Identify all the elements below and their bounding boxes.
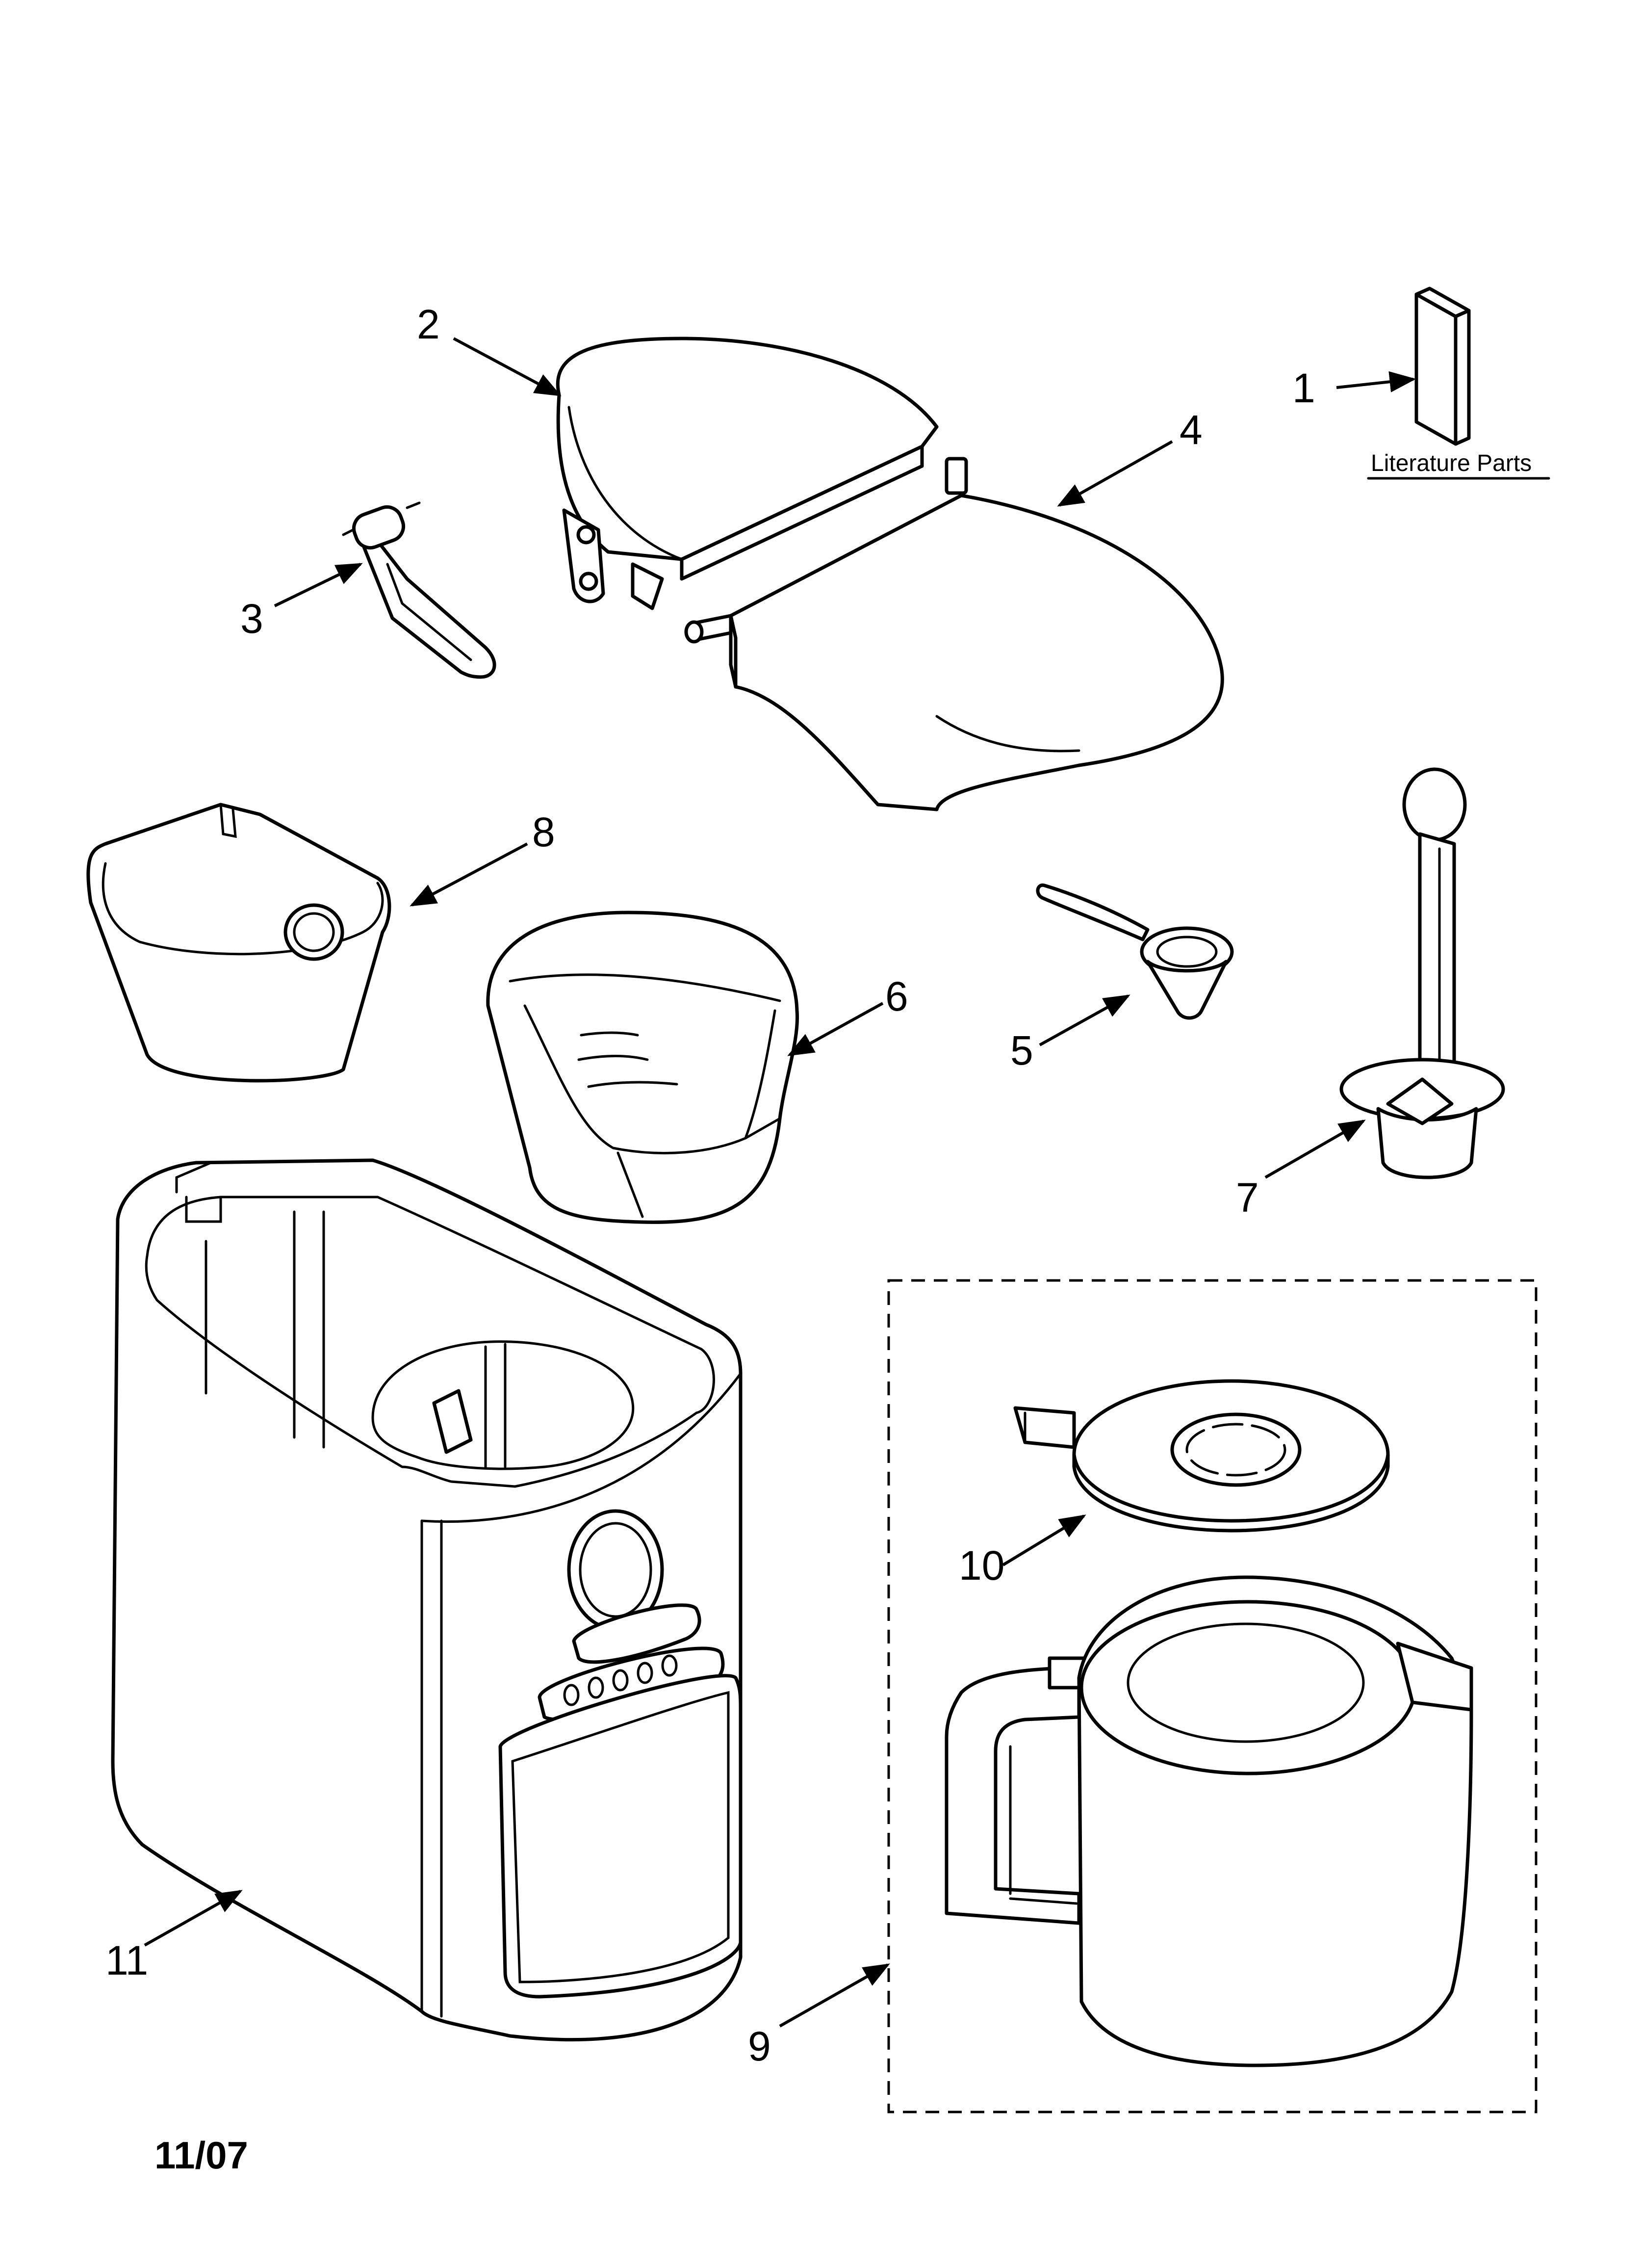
callout-1: 1	[1292, 365, 1315, 411]
leader-3	[274, 563, 363, 607]
leader-1	[1336, 371, 1416, 392]
callout-2: 2	[417, 301, 440, 347]
callout-3: 3	[240, 596, 263, 642]
leader-9	[779, 1963, 890, 2028]
callout-10: 10	[959, 1542, 1004, 1589]
permanent-filter	[486, 911, 799, 1224]
lever-arm	[342, 501, 496, 679]
date-code: 11/07	[154, 2134, 248, 2177]
brew-basket	[86, 803, 391, 1083]
callout-6: 6	[885, 973, 908, 1019]
literature-label: Literature Parts	[1371, 450, 1532, 476]
callout-4: 4	[1180, 407, 1203, 453]
lid-assembly	[556, 337, 1224, 811]
literature-booklet	[1414, 287, 1471, 446]
water-tamper	[1339, 767, 1505, 1179]
leader-2	[453, 337, 562, 396]
coffee-maker-housing	[111, 1158, 743, 2042]
carafe-lid	[1013, 1379, 1390, 1533]
leader-6	[787, 1002, 884, 1056]
coffee-scoop	[1036, 883, 1234, 1020]
carafe	[945, 1575, 1473, 2067]
callout-7: 7	[1236, 1174, 1259, 1221]
callout-5: 5	[1010, 1027, 1033, 1073]
callout-8: 8	[532, 809, 555, 855]
leader-4	[1057, 440, 1173, 507]
carafe-group-box	[887, 1279, 1538, 2113]
leader-5	[1039, 994, 1130, 1046]
leader-11	[144, 1890, 243, 1947]
callout-9: 9	[748, 2023, 771, 2069]
leader-10	[1002, 1514, 1086, 1566]
leader-8	[410, 842, 528, 907]
leader-7	[1264, 1120, 1366, 1179]
callout-11: 11	[105, 1937, 148, 1983]
